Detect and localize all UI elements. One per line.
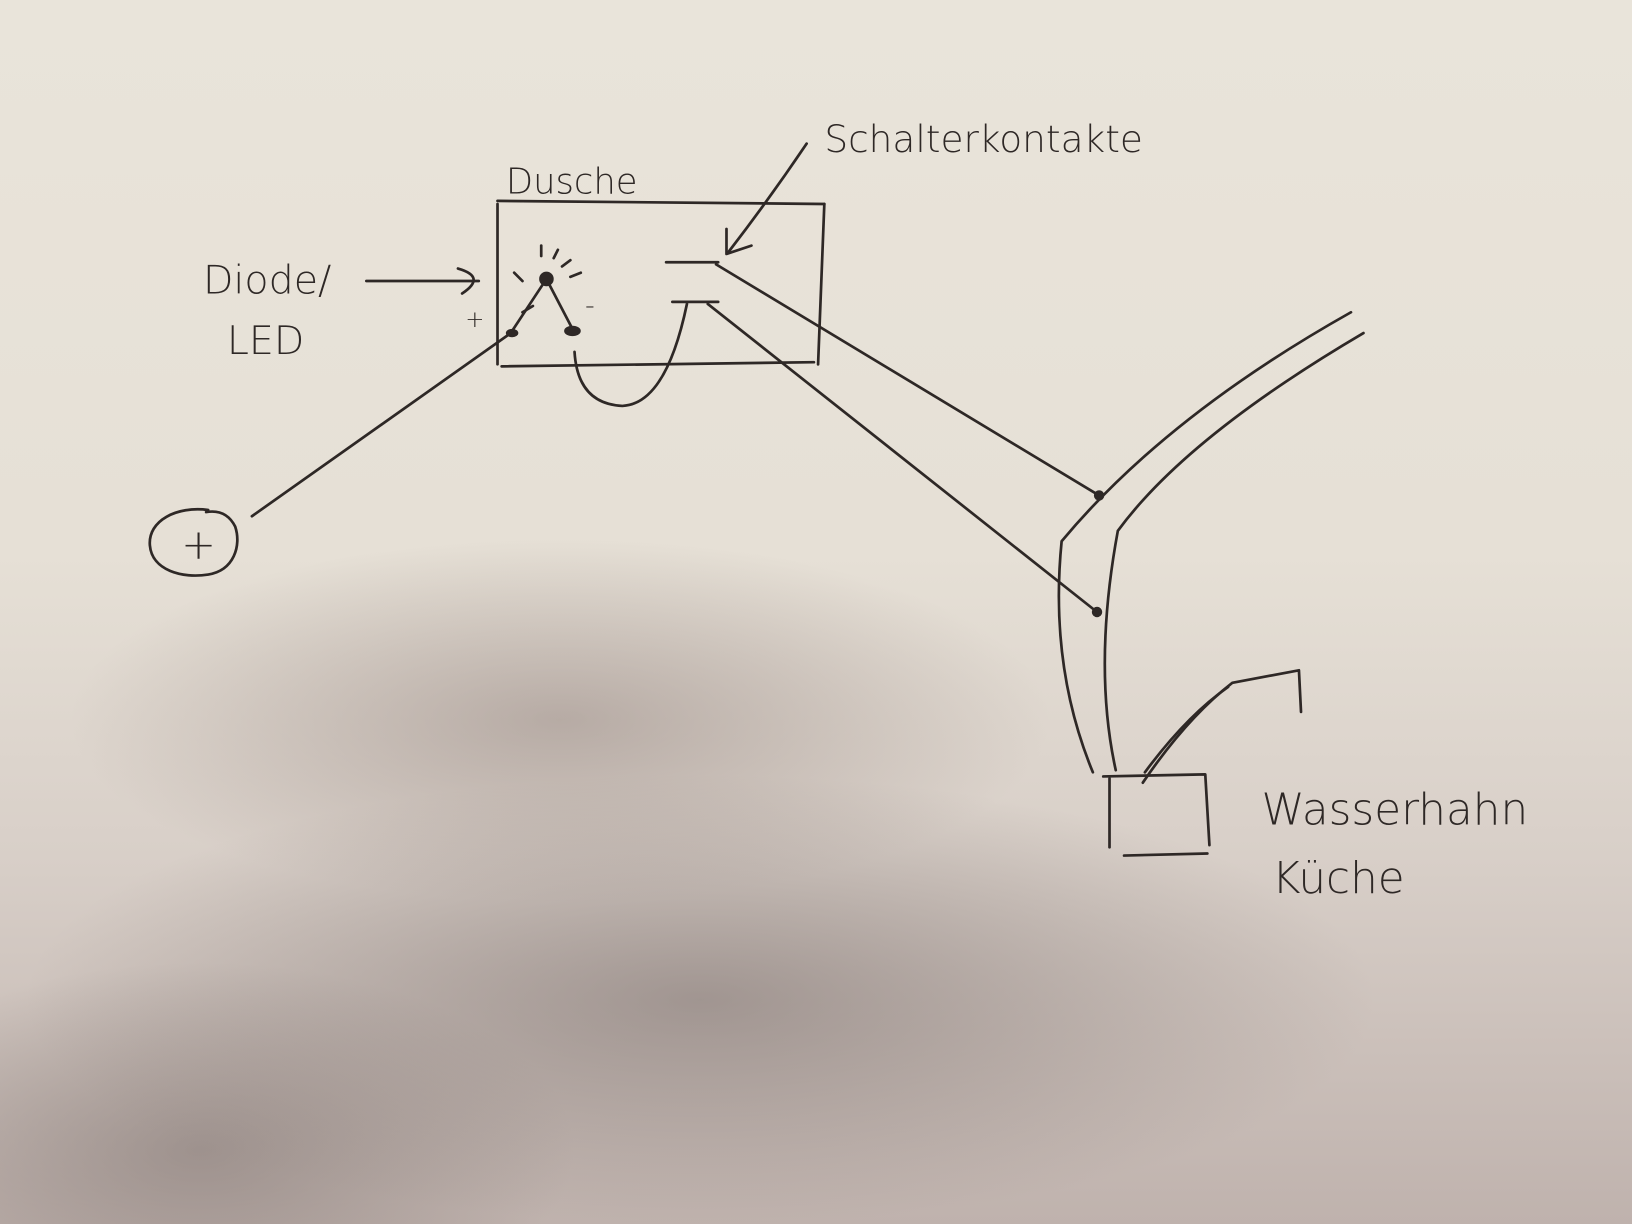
shower-box: [496, 199, 826, 368]
water-pipe: [1057, 310, 1365, 774]
led-label: LED: [227, 318, 304, 364]
faucet-label: Wasserhahn: [1261, 784, 1528, 835]
switch-contacts-arrow: [725, 142, 808, 256]
pipe-connection-dot: [1091, 606, 1103, 618]
wire-contact-bottom: [706, 302, 1099, 614]
led-icon: [505, 244, 583, 338]
diode-label: Diode/: [203, 258, 331, 304]
diode-arrow: [365, 267, 481, 295]
box-title: Dusche: [506, 162, 638, 203]
led-minus-mark: -: [585, 290, 595, 321]
wire-plus-to-led: [250, 333, 510, 518]
plus-terminal-label: +: [181, 520, 216, 569]
plus-terminal: [148, 507, 239, 577]
wire-led-to-contact: [573, 302, 689, 408]
switch-contacts-label: Schalterkontakte: [824, 117, 1143, 161]
led-plus-mark: +: [465, 307, 484, 333]
wire-contact-top: [714, 263, 1101, 497]
faucet-icon: [1101, 668, 1303, 857]
kitchen-label: Küche: [1272, 853, 1405, 904]
